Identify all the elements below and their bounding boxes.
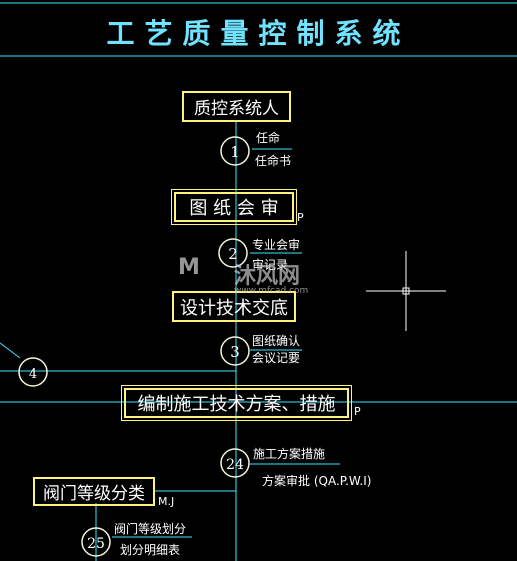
node-label: 2 [228, 245, 238, 263]
drawing-title: 工艺质量控制系统 [106, 17, 411, 50]
box-label: 图 纸 会 审 [189, 198, 279, 219]
node-label: 1 [230, 143, 240, 161]
node-label: 24 [226, 457, 244, 473]
node-label: 25 [87, 536, 105, 552]
note-text: 会议记要 [252, 351, 300, 365]
node-2[interactable] [218, 238, 248, 268]
note-text: 审记录 [252, 257, 288, 272]
note-text: 任命书 [255, 153, 291, 168]
box-label: 编制施工技术方案、措施 [137, 394, 336, 415]
node-label: 4 [29, 367, 37, 382]
box-construction-plan[interactable]: 编制施工技术方案、措施 [121, 385, 352, 421]
box-label: 设计技术交底 [180, 297, 288, 319]
note-text: 方案审批 (QA.P.W.I) [262, 473, 371, 488]
node-1[interactable] [220, 136, 250, 166]
watermark-brand: 沐风网 [234, 264, 301, 289]
node-4[interactable] [18, 357, 48, 387]
watermark-url: www.mfcad.com [234, 286, 309, 296]
node-3[interactable] [220, 336, 250, 366]
box-valve-grading[interactable]: 阀门等级分类 [33, 477, 155, 506]
box-label: 阀门等级分类 [43, 484, 145, 504]
node-24[interactable] [220, 448, 250, 478]
node-25[interactable] [81, 527, 111, 557]
box-qc-person[interactable]: 质控系统人 [182, 91, 291, 122]
note-text: 划分明细表 [120, 543, 180, 557]
watermark-logo-icon: M [178, 255, 200, 280]
box-label: 质控系统人 [194, 99, 279, 119]
note-text: 图纸确认 [252, 334, 300, 348]
box-design-briefing[interactable]: 设计技术交底 [172, 291, 296, 322]
note-text: 阀门等级划分 [114, 521, 186, 536]
box-drawing-review[interactable]: 图 纸 会 审 [171, 189, 297, 225]
mark-text: P [354, 405, 361, 418]
mark-text: M.J [158, 495, 174, 508]
note-text: 施工方案措施 [253, 446, 325, 461]
node4-diagonal-line [0, 342, 21, 359]
note-text: 任命 [256, 130, 280, 145]
crosshair-cursor-icon [366, 251, 446, 331]
mark-text: P [297, 211, 304, 224]
note-text: 专业会审 [252, 237, 300, 252]
node-label: 3 [230, 343, 240, 361]
